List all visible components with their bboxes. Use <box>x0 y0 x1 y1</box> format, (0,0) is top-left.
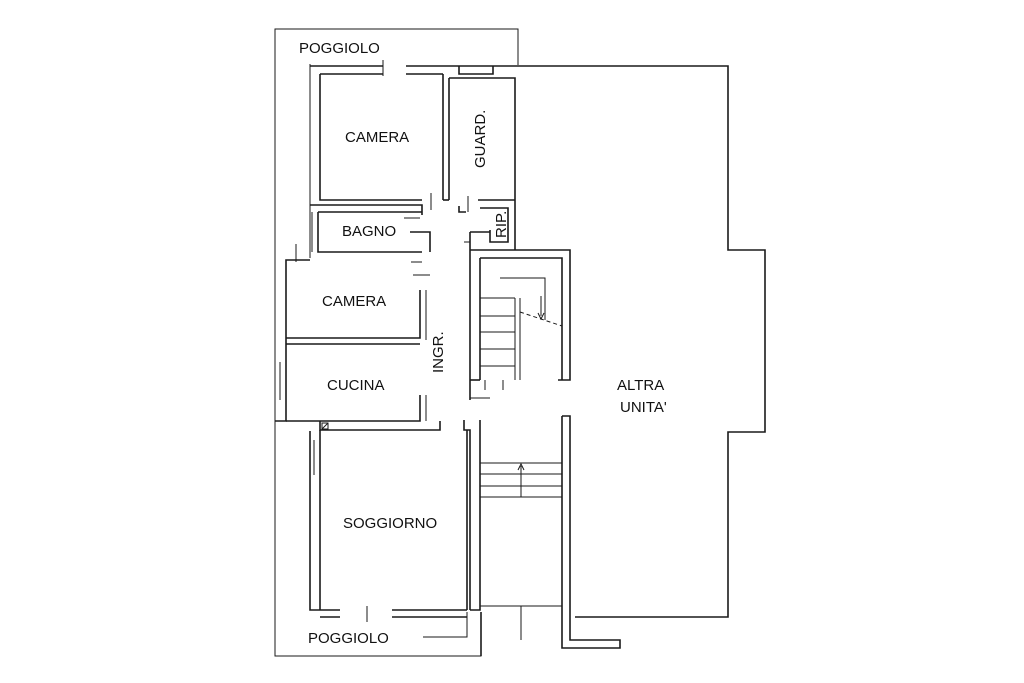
room-cucina <box>279 343 441 431</box>
room-bagno <box>295 204 431 276</box>
label-camera-top: CAMERA <box>345 129 409 146</box>
room-soggiorno <box>313 430 468 622</box>
room-camera-top <box>319 60 450 210</box>
exterior-walls <box>275 65 766 618</box>
corridor-ingresso <box>463 232 490 610</box>
label-poggiolo-bottom: POGGIOLO <box>308 630 389 647</box>
room-ripostiglio <box>470 200 516 250</box>
stairwell <box>470 249 621 656</box>
label-ingresso: INGR. <box>430 331 447 373</box>
label-camera-mid: CAMERA <box>322 293 386 310</box>
label-guardaroba: GUARD. <box>472 110 489 168</box>
label-altra-unita-line1: ALTRA <box>617 377 664 394</box>
room-camera-mid <box>286 290 427 340</box>
label-bagno: BAGNO <box>342 223 396 240</box>
label-soggiorno: SOGGIORNO <box>343 515 437 532</box>
label-altra-unita-line2: UNITA' <box>620 399 667 416</box>
label-poggiolo-top: POGGIOLO <box>299 40 380 57</box>
label-cucina: CUCINA <box>327 377 385 394</box>
room-guardaroba <box>449 77 516 213</box>
label-ripostiglio: RIP. <box>493 211 510 238</box>
